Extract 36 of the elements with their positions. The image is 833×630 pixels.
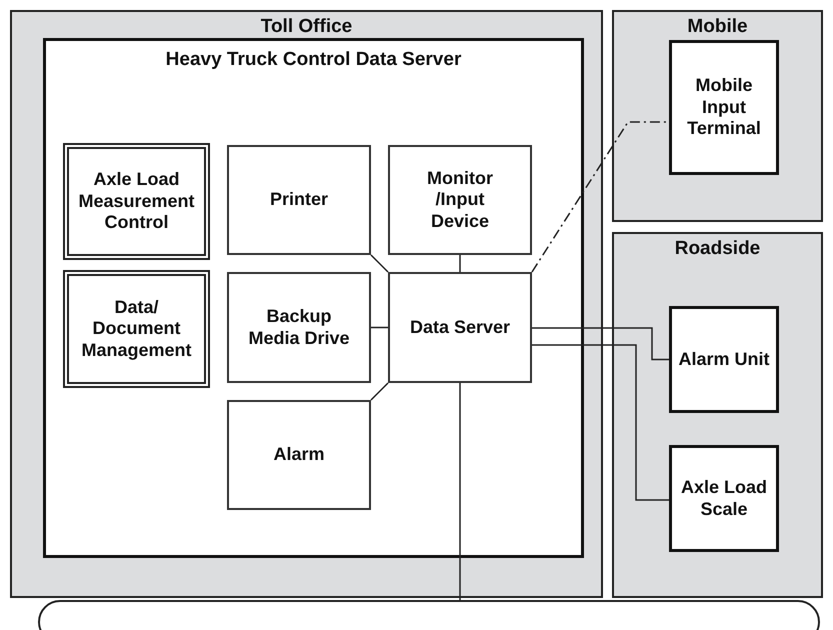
connector-line — [459, 255, 461, 272]
node-label: Alarm — [272, 444, 326, 466]
connector-line — [370, 382, 389, 401]
node-label: Monitor /Input Device — [426, 168, 494, 232]
node-label: Mobile Input Terminal — [686, 75, 762, 140]
node-label: Axle Load Scale — [680, 476, 768, 520]
connector-line — [532, 344, 669, 501]
zone-title: Mobile — [687, 16, 748, 39]
module-box — [63, 270, 210, 388]
device-box — [669, 40, 779, 175]
component-box — [227, 145, 371, 255]
node-label: Printer — [268, 189, 330, 211]
component-box — [227, 272, 371, 383]
connector-line — [532, 327, 669, 360]
node-label: Data Server — [408, 316, 512, 338]
zone-title: Heavy Truck Control Data Server — [164, 49, 462, 72]
device-box — [669, 306, 779, 413]
node-label: Data/ Document Management — [80, 296, 193, 362]
device-box — [669, 445, 779, 552]
zone-panel — [612, 10, 823, 222]
zone-panel — [10, 10, 603, 598]
connector-line — [370, 254, 389, 273]
zone-title: Roadside — [674, 238, 760, 261]
node-label: Backup Media Drive — [247, 306, 351, 350]
zone-title: Toll Office — [260, 16, 352, 39]
component-box — [227, 400, 371, 510]
component-box — [388, 145, 532, 255]
node-label: Axle Load Measurement Control — [77, 169, 196, 234]
zone-panel — [612, 232, 823, 598]
node-label: Alarm Unit — [677, 348, 770, 370]
dash-dot-link — [531, 121, 669, 272]
server-frame — [43, 38, 584, 558]
connector-line — [459, 383, 461, 600]
module-box — [63, 143, 210, 260]
connector-line — [371, 326, 388, 328]
component-box — [388, 272, 532, 383]
